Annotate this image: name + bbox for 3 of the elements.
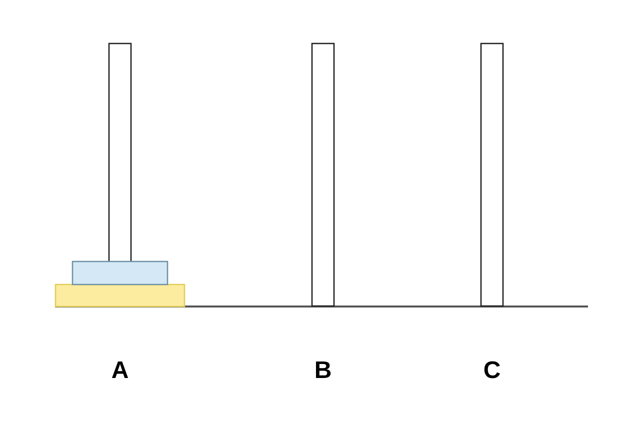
peg-label: A [111, 359, 129, 383]
peg-label: C [483, 359, 501, 383]
peg-label: B [314, 359, 332, 383]
